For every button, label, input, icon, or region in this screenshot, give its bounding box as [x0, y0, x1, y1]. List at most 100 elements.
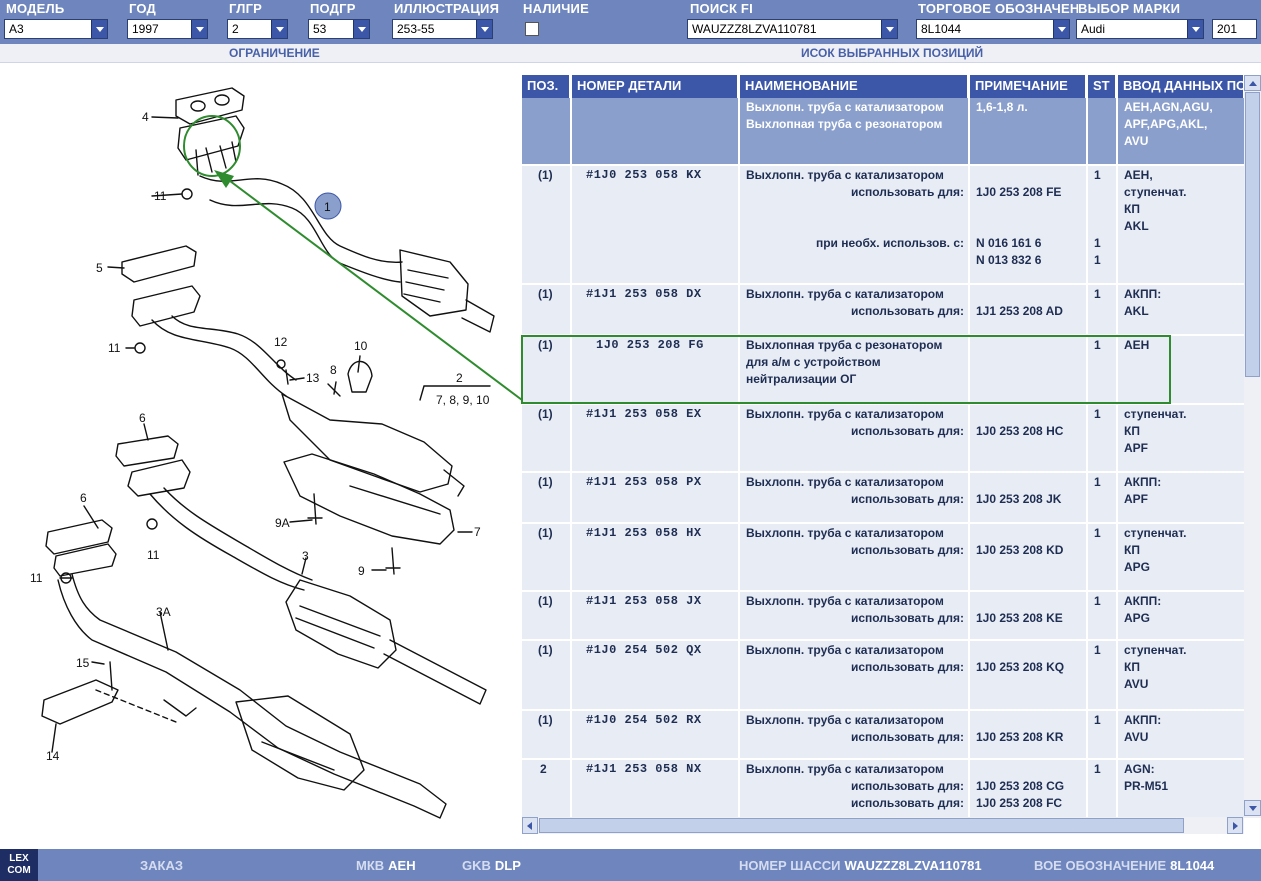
- sub-group-select[interactable]: 53: [308, 19, 370, 39]
- cell-text: AKL: [1124, 219, 1149, 233]
- callout-8[interactable]: 8: [330, 363, 337, 377]
- callout-12[interactable]: 12: [274, 335, 288, 349]
- exhaust-system-illustration[interactable]: 4 11 1 5 11 12 13 8 10 2 7, 8, 9, 10 6 9…: [0, 64, 520, 840]
- trade-designation-select[interactable]: 8L1044: [916, 19, 1070, 39]
- cell-text: N 013 832 6: [976, 253, 1042, 267]
- cell-note: 1J1 253 208 AD: [970, 285, 1088, 334]
- illustration-select[interactable]: 253-55: [392, 19, 493, 39]
- callout-3[interactable]: 3: [302, 549, 309, 563]
- lexcom-logo: LEX COM: [0, 849, 38, 881]
- mkb-label: МКВ: [356, 858, 385, 873]
- callout-6[interactable]: 6: [139, 411, 146, 425]
- cell-text: #1J1 253 058 NX: [586, 762, 702, 776]
- callout-2[interactable]: 2: [456, 371, 463, 385]
- cell-text: 1,6-1,8 л.: [976, 100, 1028, 114]
- horizontal-scroll-thumb[interactable]: [539, 818, 1184, 833]
- callout-9[interactable]: 9: [358, 564, 365, 578]
- sub-group-dropdown-icon[interactable]: [353, 20, 369, 38]
- model-dropdown-icon[interactable]: [91, 20, 107, 38]
- callout-13[interactable]: 13: [306, 371, 320, 385]
- vertical-scroll-thumb[interactable]: [1245, 92, 1260, 377]
- year-dropdown-icon[interactable]: [191, 20, 207, 38]
- main-group-select[interactable]: 2: [227, 19, 288, 39]
- callout-11-c[interactable]: 11: [147, 548, 160, 562]
- scroll-right-button[interactable]: [1227, 817, 1243, 834]
- year-select[interactable]: 1997: [127, 19, 208, 39]
- search-fi-select[interactable]: WAUZZZ8LZVA110781: [687, 19, 898, 39]
- cell-text: APG: [1124, 611, 1151, 625]
- cell-text: AEH,: [1124, 168, 1153, 182]
- order-button[interactable]: ЗАКАЗ: [140, 858, 183, 873]
- scroll-down-button[interactable]: [1244, 800, 1261, 816]
- callout-7-8-9-10[interactable]: 7, 8, 9, 10: [436, 393, 490, 407]
- column-header-note[interactable]: ПРИМЕЧАНИЕ: [970, 75, 1086, 98]
- illustration-dropdown-icon[interactable]: [476, 20, 492, 38]
- cell-input: АКПП:APF: [1118, 473, 1244, 522]
- callout-7[interactable]: 7: [474, 525, 481, 539]
- model-select[interactable]: A3: [4, 19, 108, 39]
- scroll-up-button[interactable]: [1244, 75, 1261, 91]
- cell-text: использовать для:: [850, 185, 964, 199]
- cell-text: ступенчат.: [1124, 407, 1187, 421]
- main-group-dropdown-icon[interactable]: [271, 20, 287, 38]
- extra-field[interactable]: 201: [1212, 19, 1257, 39]
- selected-positions-heading: ИСОК ВЫБРАННЫХ ПОЗИЦИЙ: [801, 46, 984, 60]
- cell-text: Выхлопн. труба с катализатором: [746, 594, 944, 608]
- column-header-pos[interactable]: ПОЗ.: [522, 75, 570, 98]
- brand-dropdown-icon[interactable]: [1187, 20, 1203, 38]
- callout-10[interactable]: 10: [354, 339, 368, 353]
- cell-pos: [522, 98, 572, 164]
- column-header-input[interactable]: ВВОД ДАННЫХ ПО: [1118, 75, 1244, 98]
- search-fi-dropdown-icon[interactable]: [881, 20, 897, 38]
- callout-11[interactable]: 11: [154, 189, 167, 203]
- callout-3a[interactable]: 3A: [156, 605, 171, 619]
- column-header-name[interactable]: НАИМЕНОВАНИЕ: [740, 75, 968, 98]
- section-headings: ОГРАНИЧЕНИЕ ИСОК ВЫБРАННЫХ ПОЗИЦИЙ: [0, 44, 1261, 63]
- callout-14[interactable]: 14: [46, 749, 60, 763]
- cell-text: Выхлопная труба с резонатором: [746, 338, 943, 352]
- cell-input: АКПП:AVU: [1118, 711, 1244, 758]
- callout-9a[interactable]: 9A: [275, 516, 290, 530]
- availability-checkbox[interactable]: [525, 22, 539, 36]
- cell-pos: (1): [522, 285, 572, 334]
- sub-group-label: ПОДГР: [310, 1, 356, 16]
- callout-1[interactable]: 1: [324, 200, 331, 214]
- cell-text: 2: [540, 762, 547, 776]
- column-header-part-number[interactable]: НОМЕР ДЕТАЛИ: [572, 75, 738, 98]
- cell-text: #1J0 253 058 KX: [586, 168, 702, 182]
- cell-text: АКПП:: [1124, 713, 1162, 727]
- table-horizontal-scrollbar[interactable]: [522, 817, 1244, 834]
- callout-11-d[interactable]: 11: [30, 571, 43, 585]
- callout-15[interactable]: 15: [76, 656, 90, 670]
- callout-5[interactable]: 5: [96, 261, 103, 275]
- scroll-left-button[interactable]: [522, 817, 538, 834]
- trade-designation-dropdown-icon[interactable]: [1053, 20, 1069, 38]
- callout-11-b[interactable]: 11: [108, 341, 121, 355]
- callout-6-b[interactable]: 6: [80, 491, 87, 505]
- trade-designation-label: ТОРГОВОЕ ОБОЗНАЧЕНИЕ: [918, 1, 1078, 16]
- cell-input: AEH: [1118, 336, 1244, 403]
- extra-value: 201: [1217, 22, 1238, 36]
- column-header-st[interactable]: ST: [1088, 75, 1116, 98]
- callout-4[interactable]: 4: [142, 110, 149, 124]
- brand-select[interactable]: Audi: [1076, 19, 1204, 39]
- table-vertical-scrollbar[interactable]: [1244, 75, 1261, 818]
- cell-text: #1J1 253 058 EX: [586, 407, 702, 421]
